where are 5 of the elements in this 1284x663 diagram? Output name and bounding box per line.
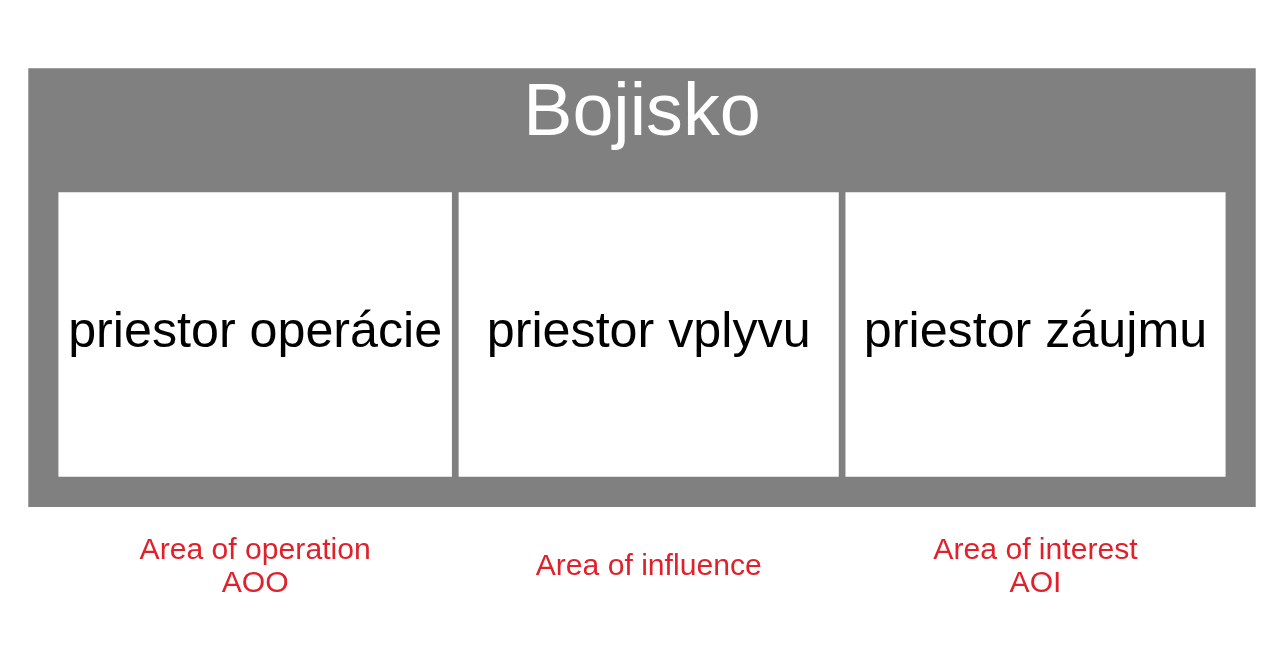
- node-label: AOO: [221, 564, 289, 598]
- node-label: Area of interest: [933, 531, 1138, 565]
- node-label: Area of operation: [139, 531, 371, 565]
- node-label: AOI: [1009, 564, 1062, 598]
- node-label: Area of influence: [535, 547, 762, 581]
